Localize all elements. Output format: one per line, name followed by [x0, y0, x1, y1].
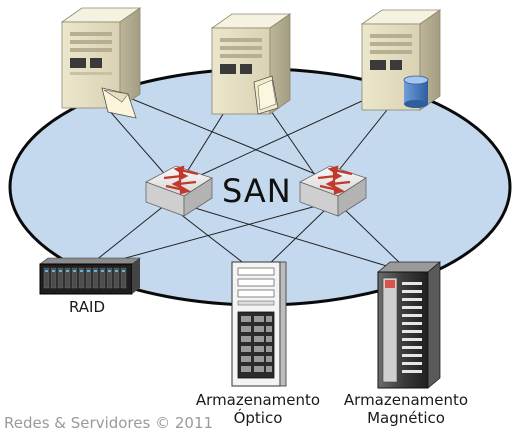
- document-stack-icon: [101, 87, 137, 119]
- optical-storage-label: Armazenamento Óptico: [188, 391, 328, 427]
- magnetic-storage-icon: [377, 261, 441, 389]
- server-3-icon: [360, 9, 442, 111]
- magnetic-label-line1: Armazenamento: [343, 391, 469, 409]
- optical-label-line2: Óptico: [233, 409, 283, 427]
- server-2-icon: [210, 13, 292, 115]
- folder-icon: [253, 75, 279, 115]
- magnetic-storage-label: Armazenamento Magnético: [336, 391, 476, 427]
- optical-storage-icon: [231, 261, 287, 387]
- optical-label-line1: Armazenamento: [195, 391, 321, 409]
- san-label: SAN: [222, 172, 292, 210]
- raid-label: RAID: [68, 298, 106, 316]
- switch-2-icon: [299, 165, 367, 217]
- server-1-icon: [60, 7, 142, 109]
- database-icon: [403, 75, 429, 108]
- copyright-text: Redes & Servidores © 2011: [4, 414, 214, 432]
- magnetic-label-line2: Magnético: [367, 409, 445, 427]
- raid-array-icon: [39, 257, 141, 295]
- switch-1-icon: [145, 165, 213, 217]
